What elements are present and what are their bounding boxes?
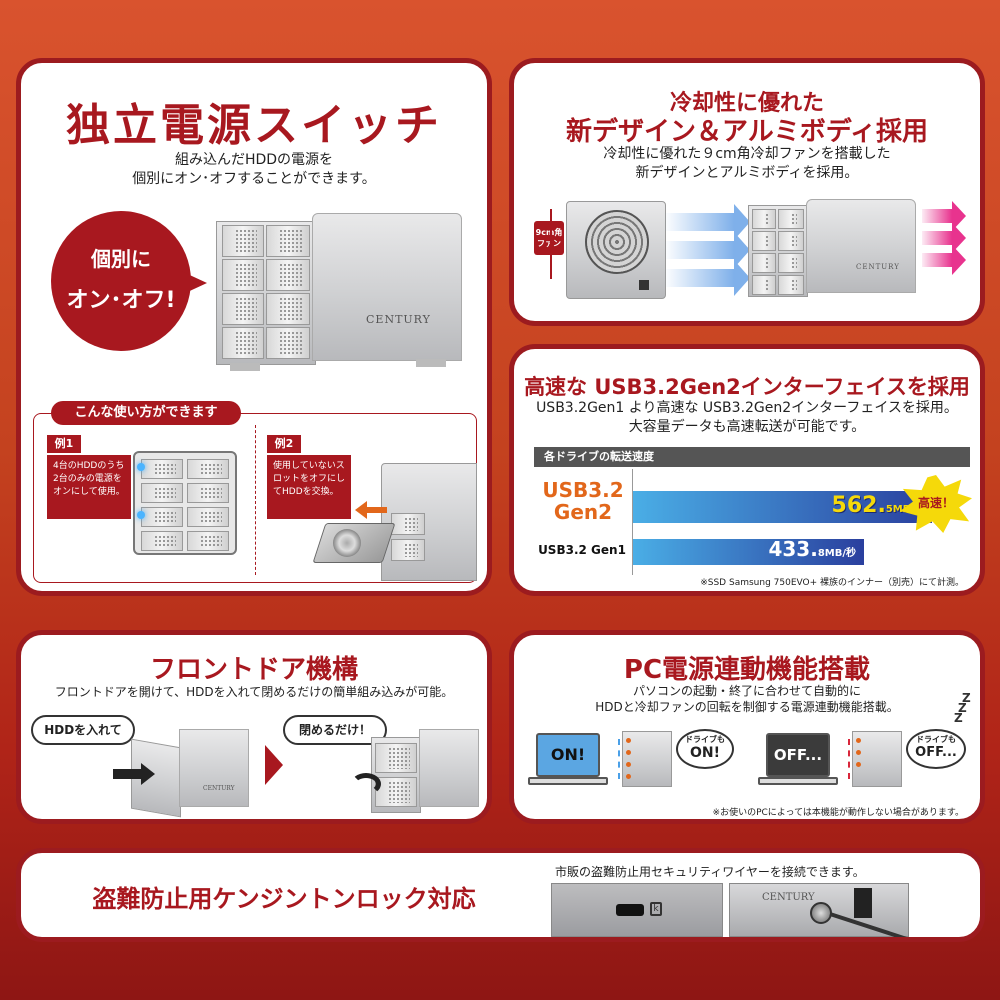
panel-kensington: 盗難防止用ケンジントンロック対応 市販の盗難防止用セキュリティワイヤーを接続でき… [16, 848, 985, 942]
airflow-arrow [664, 260, 750, 296]
brand-logo: CENTURY [203, 785, 235, 792]
panel-usb: 高速な USB3.2Gen2インターフェイスを採用 USB3.2Gen1 より高… [509, 344, 985, 596]
panel-power-switch: 独立電源スイッチ 組み込んだHDDの電源を 個別にオン･オフすることができます。… [16, 58, 492, 596]
lock-caption: 市販の盗難防止用セキュリティワイヤーを接続できます。 [555, 865, 865, 879]
signal-lines-icon [606, 739, 620, 779]
lock-icon: k [650, 902, 662, 916]
speech-bubble-close: 閉めるだけ！ [283, 715, 387, 745]
exhaust-arrow [922, 223, 966, 253]
value-label-gen1: 433.8MB/秒 [768, 537, 856, 561]
bar-gen2 [633, 491, 932, 523]
sleep-icon: Z Z Z [954, 691, 971, 725]
speech-bubble-insert: HDDを入れて [31, 715, 135, 745]
hdd-enclosure-image: CENTURY [216, 213, 466, 373]
footnote: ※お使いのPCによっては本機能が動作しない場合があります。 [712, 808, 964, 818]
frontdoor-image-closed [351, 723, 481, 817]
bar-gen1 [633, 539, 864, 565]
usage-header: こんな使い方ができます [51, 401, 241, 425]
speech-bubble-on: ドライブも ON! [676, 729, 734, 769]
brand-logo: CENTURY [762, 892, 815, 903]
example1-text: 4台のHDDのうち2台のみの電源をオンにして使用。 [47, 455, 131, 519]
lock-attached-image: CENTURY [729, 883, 909, 937]
panel-description: 組み込んだHDDの電源を 個別にオン･オフすることができます。 [132, 152, 376, 187]
onoff-bubble: 個別に オン･オフ! [51, 211, 191, 351]
panel-front-door: フロントドア機構 フロントドアを開けて、HDDを入れて閉めるだけの簡単組み込みが… [16, 630, 492, 824]
fan-label: 9cm角ファン [534, 221, 564, 255]
panel-title: フロントドア機構 [149, 655, 358, 685]
airflow-arrow [664, 232, 750, 268]
laptop-off-base [758, 777, 838, 785]
bubble-tail [181, 271, 207, 295]
example1-label: 例1 [47, 435, 81, 453]
lock-slot-image: k [551, 883, 723, 937]
frontdoor-image-open: CENTURY [111, 723, 251, 818]
panel-title: 盗難防止用ケンジントンロック対応 [92, 885, 476, 913]
panel-description: USB3.2Gen1 より高速な USB3.2Gen2インターフェイスを採用。 … [536, 400, 958, 435]
exhaust-arrow [922, 245, 966, 275]
laptop-on-screen: ON! [536, 733, 600, 777]
laptop-off-screen: OFF... [766, 733, 830, 777]
hdd-enclosure-image: CENTURY [748, 199, 918, 299]
signal-lines-icon [836, 739, 850, 779]
speech-bubble-off: ドライブも OFF... [906, 729, 966, 769]
panel-description: パソコンの起動・終了に合わせて自動的に HDDと冷却ファンの回転を制御する電源連… [595, 684, 899, 714]
panel-description: 冷却性に優れた９cm角冷却ファンを搭載した 新デザインとアルミボディを採用。 [603, 146, 891, 181]
example1-image [133, 451, 237, 555]
example2-image [311, 463, 477, 581]
laptop-on-base [528, 777, 608, 785]
fan-back-image [566, 201, 666, 299]
brand-logo: CENTURY [856, 263, 900, 271]
fast-badge: 高速！ [900, 475, 972, 533]
example2-text: 使用していないスロットをオフにしてHDDを交換。 [267, 455, 351, 519]
fan-icon [585, 210, 649, 274]
transfer-speed-chart: USB3.2 Gen2 USB3.2 Gen1 562.5MB/秒 433.8M… [534, 469, 974, 579]
chart-axis [632, 469, 633, 575]
exhaust-arrow [922, 201, 966, 231]
example2-label: 例2 [267, 435, 301, 453]
brand-logo: CENTURY [366, 313, 431, 326]
hdd-enclosure-on [622, 731, 672, 787]
category-label-gen1: USB3.2 Gen1 [538, 543, 626, 557]
panel-title-line2: 新デザイン＆アルミボディ採用 [566, 117, 928, 147]
panel-title: PC電源連動機能搭載 [623, 655, 871, 685]
panel-description: フロントドアを開けて、HDDを入れて閉めるだけの簡単組み込みが可能。 [54, 685, 454, 699]
category-label-gen2: USB3.2 Gen2 [542, 478, 624, 524]
panel-cooling: 冷却性に優れた 新デザイン＆アルミボディ採用 冷却性に優れた９cm角冷却ファンを… [509, 58, 985, 326]
hdd-enclosure-off [852, 731, 902, 787]
footnote: ※SSD Samsung 750EVO+ 裸族のインナー（別売）にて計測。 [700, 578, 964, 588]
panel-title: 高速な USB3.2Gen2インターフェイスを採用 [524, 375, 970, 399]
airflow-arrow [664, 204, 750, 240]
panel-title-line1: 冷却性に優れた [669, 91, 824, 116]
lock-slot-icon [616, 904, 644, 916]
panel-power-link: PC電源連動機能搭載 パソコンの起動・終了に合わせて自動的に HDDと冷却ファン… [509, 630, 985, 824]
step-arrow-icon [265, 745, 283, 785]
chart-header: 各ドライブの転送速度 [534, 447, 970, 467]
panel-title: 独立電源スイッチ [66, 100, 442, 151]
